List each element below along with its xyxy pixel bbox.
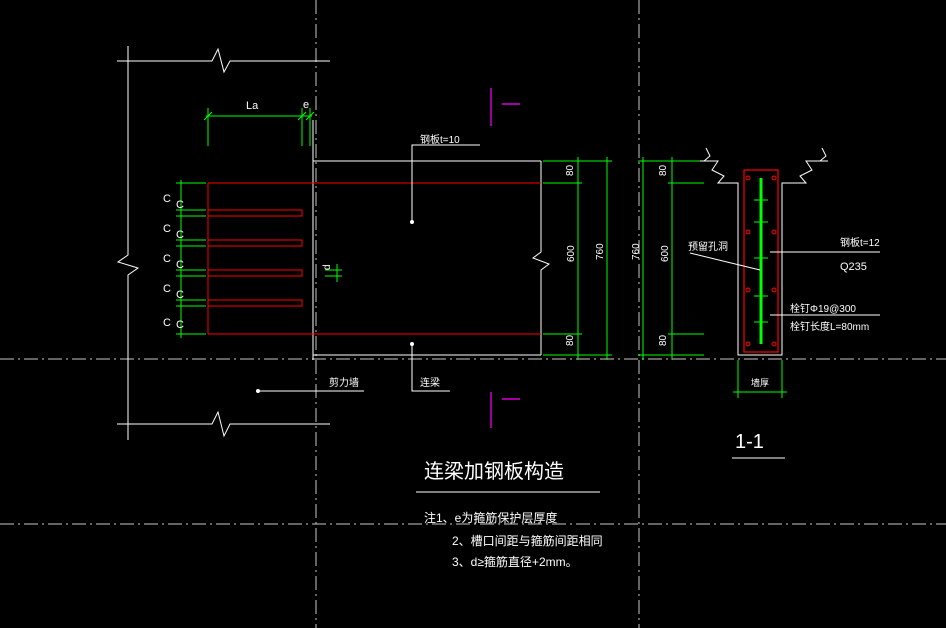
note-line-1: 注1、e为箍筋保护层厚度 bbox=[424, 510, 557, 525]
label-link-beam: 连梁 bbox=[420, 376, 440, 389]
section-leaders bbox=[689, 251, 880, 316]
slot-mark: C bbox=[176, 319, 184, 331]
dim-group-2 bbox=[638, 157, 704, 360]
slot-mark: C bbox=[163, 223, 171, 235]
dim-top: 80 bbox=[565, 164, 576, 176]
dim-group-1 bbox=[543, 157, 612, 360]
section-cut-markers bbox=[490, 88, 520, 428]
link-beam-outline bbox=[312, 120, 551, 360]
dim-d bbox=[325, 264, 342, 282]
slot-mark: C bbox=[176, 289, 184, 301]
shear-wall-outline bbox=[116, 46, 330, 440]
section-label: 1-1 bbox=[735, 431, 764, 453]
section-holes bbox=[745, 175, 777, 347]
slot-marks: C C C C C C C C C C bbox=[163, 193, 184, 331]
label-shear-wall: 剪力墙 bbox=[329, 376, 359, 389]
slot-mark: C bbox=[163, 317, 171, 329]
section-stud-spec: 栓钉Φ19@300 bbox=[790, 302, 856, 315]
dim-total: 760 bbox=[595, 243, 606, 260]
dim-d-label: d bbox=[322, 264, 333, 270]
note-line-2: 2、槽口间距与箍筋间距相同 bbox=[452, 533, 603, 548]
section-studs bbox=[754, 178, 768, 344]
section-steel-grade: Q235 bbox=[840, 261, 867, 273]
slot-mark: C bbox=[176, 229, 184, 241]
section-1-1 bbox=[700, 147, 828, 356]
leader-hole: 预留孔洞 bbox=[688, 240, 728, 253]
dim-mid-2: 600 bbox=[660, 245, 671, 262]
dim-e-label: e bbox=[303, 99, 309, 111]
wall-thickness-label: 墙厚 bbox=[751, 377, 769, 388]
leader-plate-text: 钢板t=10 bbox=[420, 133, 460, 146]
dim-wall-thickness bbox=[733, 360, 787, 398]
slot-mark: C bbox=[163, 193, 171, 205]
dim-La-label: La bbox=[246, 100, 259, 112]
dim-total-2: 760 bbox=[631, 243, 642, 260]
note-line-3: 3、d≥箍筋直径+2mm。 bbox=[452, 554, 578, 569]
section-stud-length: 栓钉长度L=80mm bbox=[790, 320, 869, 333]
drawing-title: 连梁加钢板构造 bbox=[424, 460, 564, 483]
steel-plate bbox=[207, 182, 541, 335]
dim-bottom-2: 80 bbox=[658, 334, 669, 346]
bottom-leaders bbox=[256, 342, 450, 393]
dim-top-2: 80 bbox=[658, 164, 669, 176]
dim-mid: 600 bbox=[566, 245, 577, 262]
slot-dimensions bbox=[176, 180, 206, 338]
slot-mark: C bbox=[176, 259, 184, 271]
dim-La bbox=[203, 108, 315, 146]
dim-bottom: 80 bbox=[565, 334, 576, 346]
section-plate-label: 钢板t=12 bbox=[840, 236, 880, 249]
section-plate-outline bbox=[743, 169, 779, 353]
slot-mark: C bbox=[176, 199, 184, 211]
slot-mark: C bbox=[163, 283, 171, 295]
slot-mark: C bbox=[163, 253, 171, 265]
plate-leader bbox=[410, 144, 480, 224]
